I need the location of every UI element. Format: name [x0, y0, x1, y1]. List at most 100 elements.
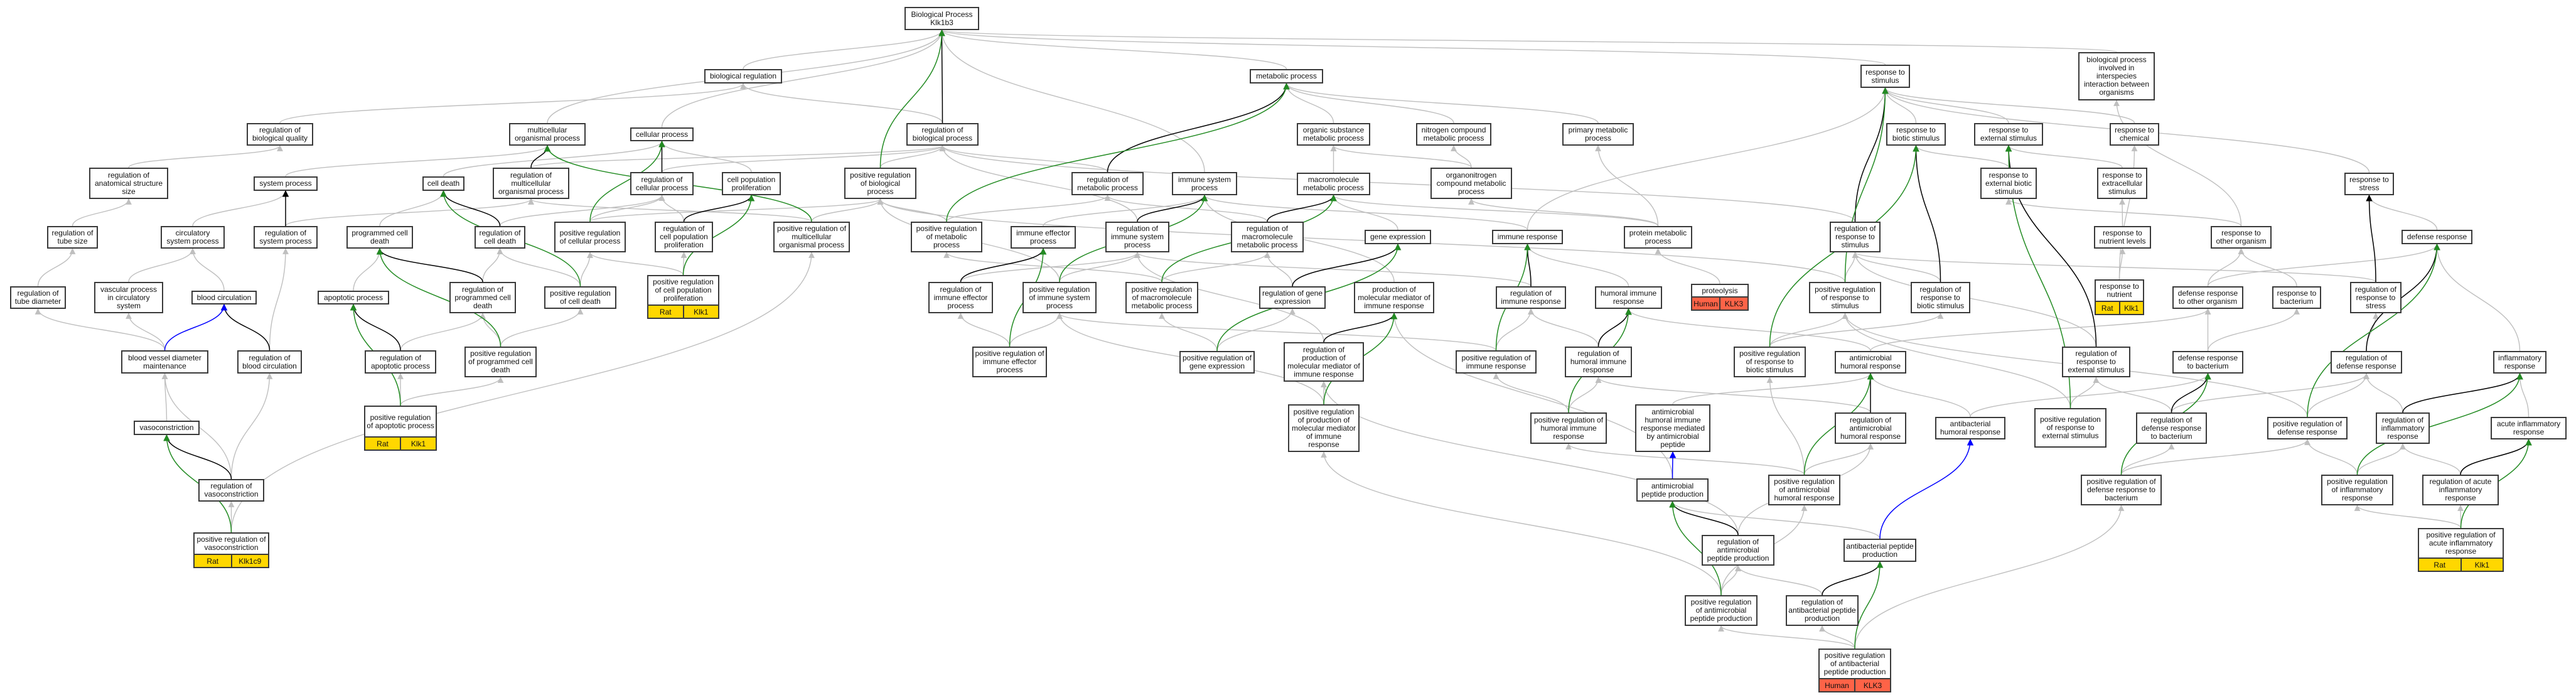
go-term-node[interactable]: defense response to other organism — [2172, 286, 2243, 309]
go-term-node[interactable]: protein metabolic process — [1624, 226, 1692, 249]
go-term-node[interactable]: antimicrobial humoral response — [1835, 351, 1906, 374]
go-term-node[interactable]: positive regulation of biological proces… — [844, 168, 916, 199]
gene-symbol[interactable]: Klk1c9 — [230, 555, 269, 567]
go-term-node[interactable]: defense response — [2402, 230, 2472, 244]
go-term-node[interactable]: positive regulation of immune response — [1456, 350, 1537, 374]
go-term-node[interactable]: immune effector process — [1011, 226, 1076, 249]
go-term-node[interactable]: antimicrobial humoral immune response me… — [1635, 404, 1710, 452]
go-term-node[interactable]: positive regulation of inflammatory resp… — [2321, 475, 2393, 505]
go-term-node[interactable]: positive regulation of multicellular org… — [773, 222, 850, 252]
go-term-node[interactable]: regulation of immune effector process — [928, 282, 993, 313]
go-term-node[interactable]: multicellular organismal process — [509, 123, 586, 146]
go-term-node[interactable]: positive regulation of cell death — [544, 286, 616, 309]
go-term-node[interactable]: positive regulation of antibacterial pep… — [1818, 649, 1891, 692]
go-term-node[interactable]: biological regulation — [704, 69, 782, 83]
go-term-node[interactable]: organonitrogen compound metabolic proces… — [1430, 168, 1512, 199]
go-term-node[interactable]: regulation of tube diameter — [10, 286, 66, 309]
go-term-node[interactable]: positive regulation of defense response — [2267, 417, 2348, 439]
go-term-node[interactable]: cell death — [422, 176, 464, 191]
go-term-node[interactable]: inflammatory response — [2493, 351, 2546, 374]
go-term-node[interactable]: regulation of response to external stimu… — [2062, 347, 2130, 377]
go-term-node[interactable]: response to bacterium — [2272, 286, 2321, 309]
go-term-node[interactable]: antimicrobial peptide production — [1636, 478, 1709, 502]
go-term-node[interactable]: primary metabolic process — [1562, 123, 1634, 146]
go-term-node[interactable]: positive regulation of acute inflammator… — [2418, 528, 2504, 572]
go-term-node[interactable]: positive regulation of gene expression — [1179, 351, 1255, 374]
go-term-node[interactable]: organic substance metabolic process — [1297, 123, 1370, 146]
go-term-node[interactable]: production of molecular mediator of immu… — [1354, 282, 1434, 313]
go-term-node[interactable]: programmed cell death — [346, 226, 413, 249]
go-term-node[interactable]: regulation of programmed cell death — [449, 282, 516, 313]
go-term-node[interactable]: positive regulation of immune system pro… — [1022, 282, 1097, 313]
go-term-node[interactable]: macromolecule metabolic process — [1297, 173, 1370, 195]
go-term-node[interactable]: immune system process — [1172, 172, 1237, 195]
go-term-node[interactable]: regulation of macromolecule metabolic pr… — [1231, 222, 1304, 252]
go-term-node[interactable]: regulation of inflammatory response — [2376, 412, 2430, 444]
go-term-node[interactable]: regulation of tube size — [47, 226, 98, 249]
gene-symbol[interactable]: KLK3 — [1854, 679, 1890, 691]
go-term-node[interactable]: positive regulation of response to bioti… — [1734, 347, 1806, 377]
go-term-node[interactable]: regulation of antibacterial peptide prod… — [1786, 595, 1859, 626]
go-term-node[interactable]: positive regulation of cell population p… — [647, 275, 719, 319]
go-term-node[interactable]: positive regulation of apoptotic process… — [364, 406, 437, 451]
go-term-node[interactable]: positive regulation of metabolic process — [911, 222, 982, 252]
go-term-node[interactable]: regulation of immune system process — [1105, 222, 1169, 252]
go-term-node[interactable]: apoptotic process — [318, 291, 389, 304]
go-term-node[interactable]: regulation of gene expression — [1259, 286, 1326, 309]
go-term-node[interactable]: vascular process in circulatory system — [94, 282, 163, 313]
go-term-node[interactable]: cell population proliferation — [722, 172, 781, 195]
go-term-node[interactable]: regulation of defense response — [2331, 351, 2402, 374]
go-term-node[interactable]: regulation of response to biotic stimulu… — [1911, 282, 1970, 313]
go-term-node[interactable]: biological process involved in interspec… — [2078, 52, 2155, 100]
go-term-node[interactable]: cellular process — [630, 127, 694, 141]
go-term-node[interactable]: immune response — [1492, 230, 1563, 244]
go-term-node[interactable]: positive regulation of humoral immune re… — [1530, 412, 1607, 444]
gene-symbol[interactable]: KLK3 — [1719, 298, 1747, 310]
go-term-node[interactable]: positive regulation of response to stimu… — [1809, 282, 1881, 313]
go-term-node[interactable]: gene expression — [1365, 230, 1431, 244]
gene-symbol[interactable]: Klk1 — [400, 438, 436, 450]
gene-symbol[interactable]: Klk1 — [682, 306, 719, 318]
go-term-node[interactable]: regulation of defense response to bacter… — [2136, 412, 2207, 444]
go-term-node[interactable]: nitrogen compound metabolic process — [1416, 123, 1491, 146]
go-term-node[interactable]: regulation of multicellular organismal p… — [493, 168, 569, 199]
go-term-node[interactable]: positive regulation of immune effector p… — [972, 347, 1047, 377]
go-term-node[interactable]: positive regulation of programmed cell d… — [464, 347, 537, 377]
go-term-node[interactable]: response to stress — [2344, 173, 2394, 195]
go-term-node[interactable]: regulation of apoptotic process — [365, 350, 436, 374]
go-term-node[interactable]: humoral immune response — [1595, 286, 1662, 309]
go-term-node[interactable]: positive regulation of production of mol… — [1288, 404, 1360, 452]
go-term-node[interactable]: regulation of production of molecular me… — [1284, 342, 1364, 382]
go-term-node[interactable]: blood vessel diameter maintenance — [121, 350, 208, 374]
go-term-node[interactable]: acute inflammatory response — [2491, 417, 2567, 439]
go-term-node[interactable]: response to external stimulus — [1974, 123, 2043, 146]
go-term-node[interactable]: blood circulation — [191, 291, 257, 304]
go-term-node[interactable]: response to nutrient levels — [2094, 226, 2151, 249]
go-term-node[interactable]: positive regulation of cellular process — [554, 222, 626, 252]
go-term-node[interactable]: regulation of biological process — [906, 123, 979, 146]
go-term-node[interactable]: positive regulation of defense response … — [2081, 475, 2162, 505]
go-term-node[interactable]: regulation of antimicrobial humoral resp… — [1835, 412, 1906, 444]
go-term-node[interactable]: regulation of cellular process — [630, 172, 694, 195]
go-term-node[interactable]: circulatory system process — [161, 226, 225, 249]
go-term-node[interactable]: regulation of immune response — [1496, 286, 1566, 309]
go-term-node[interactable]: regulation of cell death — [475, 226, 525, 249]
go-term-node[interactable]: vasoconstriction — [134, 421, 200, 435]
go-term-node[interactable]: positive regulation of response to exter… — [2034, 408, 2106, 448]
go-term-node[interactable]: regulation of metabolic process — [1071, 172, 1144, 195]
gene-symbol[interactable]: Klk1 — [2460, 559, 2503, 571]
go-term-node[interactable]: regulation of blood circulation — [237, 350, 302, 374]
go-term-node[interactable]: metabolic process — [1250, 69, 1323, 83]
go-term-node[interactable]: regulation of system process — [254, 226, 318, 249]
go-term-node[interactable]: response to chemical — [2110, 123, 2159, 146]
go-term-node[interactable]: response to other organism — [2211, 226, 2272, 249]
go-term-node[interactable]: regulation of response to stress — [2350, 282, 2402, 313]
go-term-node[interactable]: positive regulation of macromolecule met… — [1125, 282, 1198, 313]
gene-symbol[interactable]: Klk1 — [2118, 302, 2144, 314]
go-term-node[interactable]: regulation of cell population proliferat… — [655, 222, 713, 252]
go-term-node[interactable]: regulation of acute inflammatory respons… — [2422, 475, 2499, 505]
go-term-node[interactable]: regulation of vasoconstriction — [198, 479, 264, 502]
